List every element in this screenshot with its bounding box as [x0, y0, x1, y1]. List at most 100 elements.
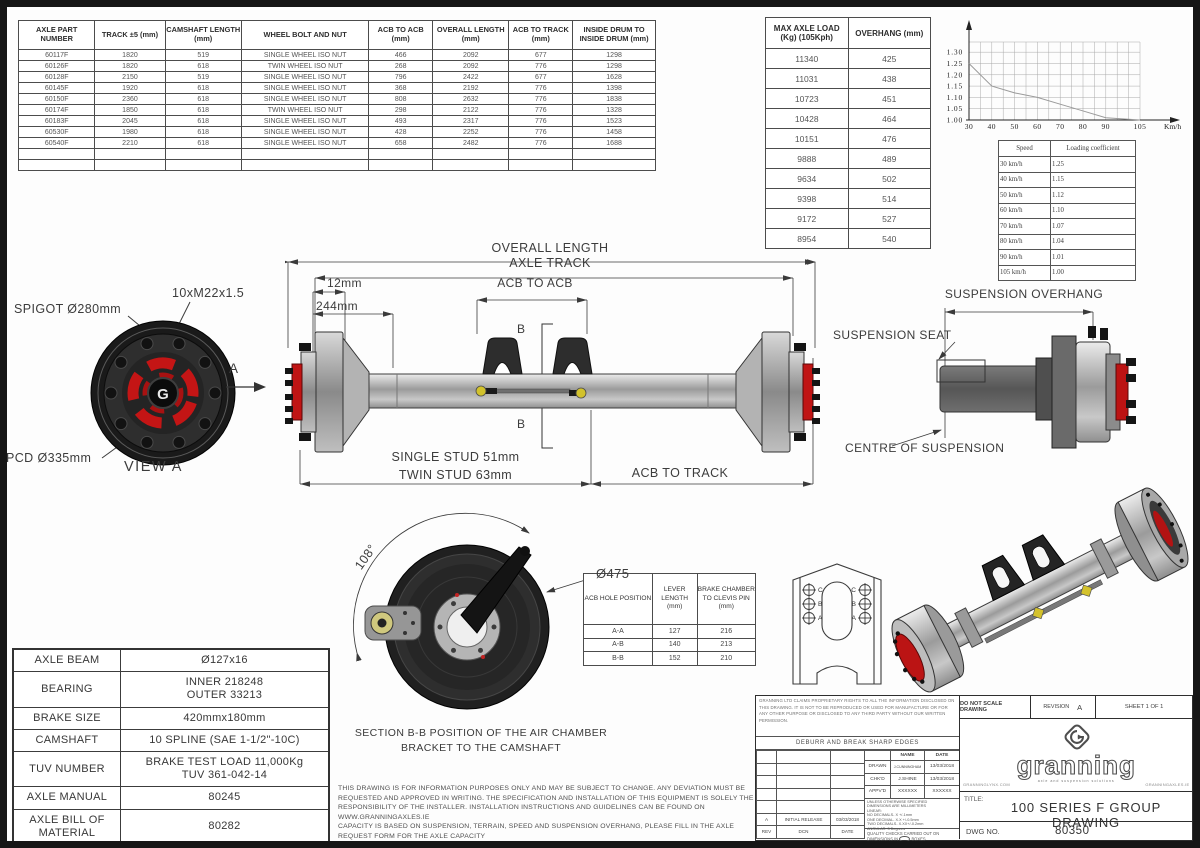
table-cell: 70 km/h	[997, 218, 1052, 235]
title-block-right: DO NOT SCALE DRAWING REVISION A SHEET 1 …	[959, 696, 1193, 839]
section-bb-drawing	[353, 512, 596, 710]
table-cell: 618	[164, 126, 242, 138]
column-header: LEVER LENGTH (mm)	[651, 573, 698, 625]
table-cell	[508, 148, 574, 160]
centre-of-suspension-label: CENTRE OF SUSPENSION	[845, 441, 1005, 455]
svg-text:1.15: 1.15	[947, 82, 963, 91]
table-cell: 776	[508, 126, 574, 138]
table-cell: 80282	[119, 808, 330, 846]
section-b-bottom-label: B	[517, 417, 526, 431]
table-cell: 540	[847, 228, 931, 249]
twin-stud-label: TWIN STUD 63mm	[398, 468, 513, 482]
table-cell: AXLE BEAM	[12, 648, 121, 673]
table-cell	[572, 159, 656, 171]
dwg-label: DWG NO.	[966, 827, 1000, 836]
column-header: WHEEL BOLT AND NUT	[240, 20, 370, 50]
suspension-brackets	[482, 337, 593, 375]
tolerance-notes: UNLESS OTHERWISE SPECIFIED DIMENSIONS AR…	[864, 798, 959, 831]
view-a-caption: VIEW A	[124, 459, 183, 475]
table-cell: INNER 218248 OUTER 33213	[119, 671, 330, 708]
table-cell: 2192	[432, 82, 510, 94]
table-row	[756, 750, 865, 764]
table-cell: 152	[651, 651, 698, 666]
table-cell: 1298	[572, 49, 656, 61]
view-arrow-label: A	[229, 361, 239, 376]
table-cell: 40 km/h	[997, 171, 1052, 188]
column-header: TRACK ±5 (mm)	[94, 20, 166, 50]
table-header-row: NAME DATE	[864, 750, 960, 761]
revision-cell: REVISION A	[1031, 696, 1096, 718]
table-row	[756, 762, 865, 776]
column-header: Loading coefficient	[1050, 140, 1136, 157]
table-cell: 514	[847, 188, 931, 209]
table-cell: 425	[847, 48, 931, 69]
svg-text:1.05: 1.05	[947, 104, 963, 113]
table-cell: 2122	[432, 104, 510, 116]
column-header: OVERALL LENGTH (mm)	[432, 20, 510, 50]
dimension-arrowheads	[288, 259, 815, 487]
table-cell: AXLE BILL OF MATERIAL	[12, 808, 121, 846]
acb-holes	[802, 583, 872, 625]
table-cell: 476	[847, 128, 931, 149]
cam-clamps	[475, 385, 587, 399]
table-cell	[572, 148, 656, 160]
table-cell: 464	[847, 108, 931, 129]
table-cell: 776	[508, 60, 574, 72]
table-cell: 368	[368, 82, 434, 94]
table-cell: 1328	[572, 104, 656, 116]
svg-text:1.30: 1.30	[947, 48, 963, 57]
table-cell: 80245	[119, 786, 330, 810]
right-studs	[794, 343, 820, 441]
table-cell: 1398	[572, 82, 656, 94]
table-cell: 677	[508, 71, 574, 83]
table-cell: 2210	[94, 137, 166, 149]
svg-text:50: 50	[1010, 122, 1019, 131]
table-cell: 2150	[94, 71, 166, 83]
column-header: ACB TO TRACK (mm)	[508, 20, 574, 50]
table-cell: 1.12	[1050, 187, 1136, 204]
table-cell: Ø127x16	[119, 648, 330, 673]
table-row	[756, 787, 865, 801]
svg-text:30: 30	[965, 122, 974, 131]
table-cell: 127	[651, 624, 698, 639]
single-stud-label: SINGLE STUD 51mm	[391, 450, 520, 464]
table-cell: B-B	[583, 651, 653, 666]
table-cell: 776	[508, 104, 574, 116]
table-cell: A-A	[583, 624, 653, 639]
table-cell	[368, 159, 434, 171]
table-cell	[164, 159, 242, 171]
pcd-label: PCD Ø335mm	[6, 451, 92, 465]
table-cell: SINGLE WHEEL ISO NUT	[240, 137, 370, 149]
table-cell: 438	[847, 68, 931, 89]
dim-12mm-label: 12mm	[327, 276, 362, 290]
table-row	[756, 800, 865, 814]
table-cell: 776	[508, 115, 574, 127]
revision-label: REVISION	[1043, 704, 1070, 710]
table-cell: 1.15	[1050, 171, 1136, 188]
sheet-number: SHEET 1 OF 1	[1124, 704, 1164, 710]
table-cell: 9888	[765, 148, 849, 169]
table-cell: 1.00	[1050, 264, 1136, 281]
angle-dimension-arc	[353, 512, 530, 662]
table-cell: 60128F	[17, 71, 96, 83]
table-cell: 808	[368, 93, 434, 105]
table-cell: 1458	[572, 126, 656, 138]
drawn-row: DRAWN J.CUNNINGHAM 13/03/2018	[864, 760, 960, 774]
suspension-seat-outline	[936, 359, 986, 383]
table-cell: 10 SPLINE (SAE 1-1/2"-10C)	[119, 728, 330, 752]
table-cell: 268	[368, 60, 434, 72]
column-header: ACB TO ACB (mm)	[368, 20, 434, 50]
table-cell: 140	[651, 637, 698, 652]
